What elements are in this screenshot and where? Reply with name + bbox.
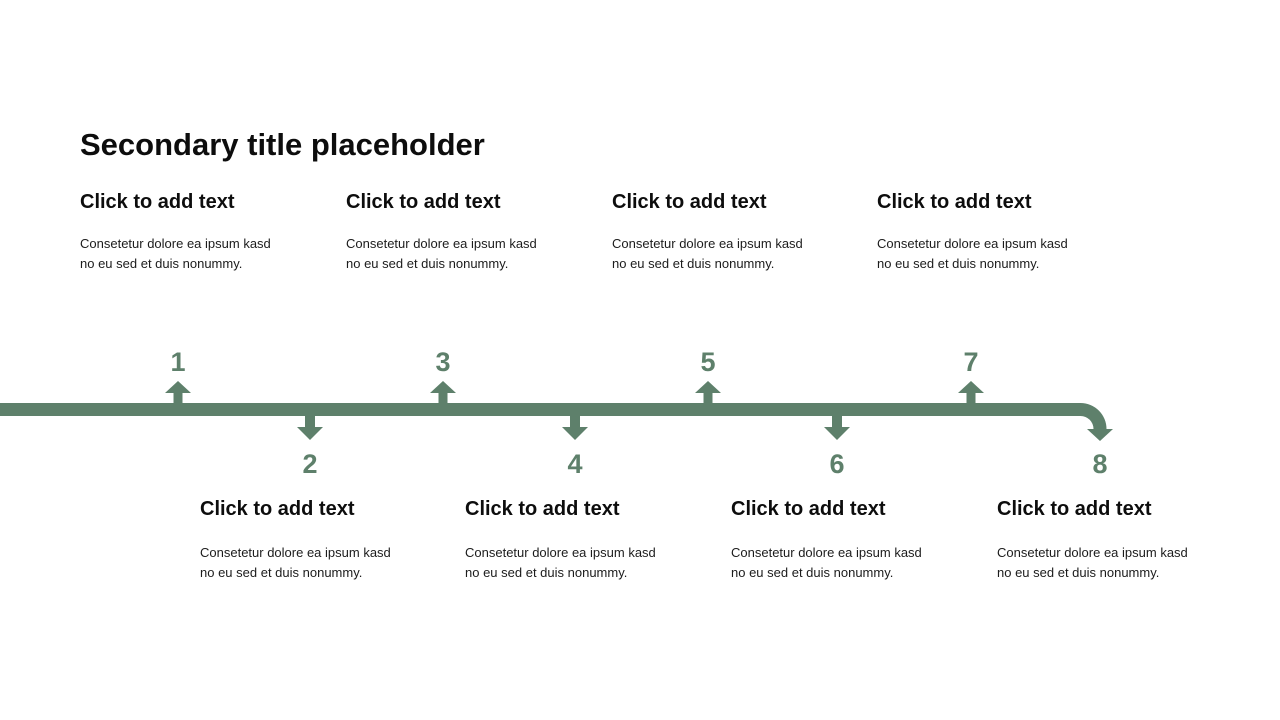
down-arrow-6 [824,415,850,440]
text-placeholder-5[interactable]: Click to add text Consetetur dolore ea i… [612,190,844,271]
placeholder-body[interactable]: Consetetur dolore ea ipsum kasd no eu se… [997,543,1188,582]
placeholder-body[interactable]: Consetetur dolore ea ipsum kasd no eu se… [877,234,1068,273]
up-arrow-3 [430,381,456,404]
text-placeholder-2[interactable]: Click to add text Consetetur dolore ea i… [200,497,432,580]
down-arrow-4 [562,415,588,440]
marker-number-6: 6 [829,449,844,479]
placeholder-body[interactable]: Consetetur dolore ea ipsum kasd no eu se… [731,543,922,582]
placeholder-body[interactable]: Consetetur dolore ea ipsum kasd no eu se… [465,543,656,582]
placeholder-heading[interactable]: Click to add text [465,498,620,520]
timeline-bar-arrow [0,403,1113,441]
placeholder-body[interactable]: Consetetur dolore ea ipsum kasd no eu se… [612,234,803,273]
up-arrow-1 [165,381,191,404]
placeholder-heading[interactable]: Click to add text [877,191,1032,213]
down-arrow-2 [297,415,323,440]
body-line: no eu sed et duis nonummy. [612,255,775,271]
body-line: no eu sed et duis nonummy. [877,255,1040,271]
body-line: Consetetur dolore ea ipsum kasd [465,545,656,560]
up-arrow-7 [958,381,984,404]
placeholder-heading[interactable]: Click to add text [346,191,501,213]
body-line: Consetetur dolore ea ipsum kasd [997,545,1188,560]
body-line: Consetetur dolore ea ipsum kasd [346,236,537,251]
placeholder-body[interactable]: Consetetur dolore ea ipsum kasd no eu se… [80,234,271,273]
marker-number-4: 4 [567,449,582,479]
text-placeholder-6[interactable]: Click to add text Consetetur dolore ea i… [731,497,963,580]
text-placeholder-1[interactable]: Click to add text Consetetur dolore ea i… [80,190,312,271]
body-line: no eu sed et duis nonummy. [465,564,628,580]
body-line: no eu sed et duis nonummy. [200,564,363,580]
marker-number-7: 7 [963,347,978,377]
placeholder-heading[interactable]: Click to add text [997,498,1152,520]
placeholder-heading[interactable]: Click to add text [200,498,355,520]
body-line: Consetetur dolore ea ipsum kasd [200,545,391,560]
text-placeholder-4[interactable]: Click to add text Consetetur dolore ea i… [465,497,697,580]
body-line: no eu sed et duis nonummy. [346,255,509,271]
body-line: no eu sed et duis nonummy. [997,564,1160,580]
placeholder-heading[interactable]: Click to add text [612,191,767,213]
body-line: Consetetur dolore ea ipsum kasd [80,236,271,251]
text-placeholder-8[interactable]: Click to add text Consetetur dolore ea i… [997,497,1229,580]
placeholder-body[interactable]: Consetetur dolore ea ipsum kasd no eu se… [346,234,537,273]
marker-number-5: 5 [700,347,715,377]
marker-number-1: 1 [170,347,185,377]
text-placeholder-3[interactable]: Click to add text Consetetur dolore ea i… [346,190,578,271]
marker-number-2: 2 [302,449,317,479]
body-line: Consetetur dolore ea ipsum kasd [731,545,922,560]
slide-title[interactable]: Secondary title placeholder [80,127,485,162]
placeholder-heading[interactable]: Click to add text [731,498,886,520]
marker-number-3: 3 [435,347,450,377]
body-line: no eu sed et duis nonummy. [731,564,894,580]
text-placeholder-7[interactable]: Click to add text Consetetur dolore ea i… [877,190,1109,271]
body-line: Consetetur dolore ea ipsum kasd [877,236,1068,251]
marker-number-8: 8 [1092,449,1107,479]
placeholder-heading[interactable]: Click to add text [80,191,235,213]
up-arrow-5 [695,381,721,404]
placeholder-body[interactable]: Consetetur dolore ea ipsum kasd no eu se… [200,543,391,582]
timeline-graphic: 1 3 5 7 2 4 6 8 [0,347,1113,479]
body-line: no eu sed et duis nonummy. [80,255,243,271]
body-line: Consetetur dolore ea ipsum kasd [612,236,803,251]
